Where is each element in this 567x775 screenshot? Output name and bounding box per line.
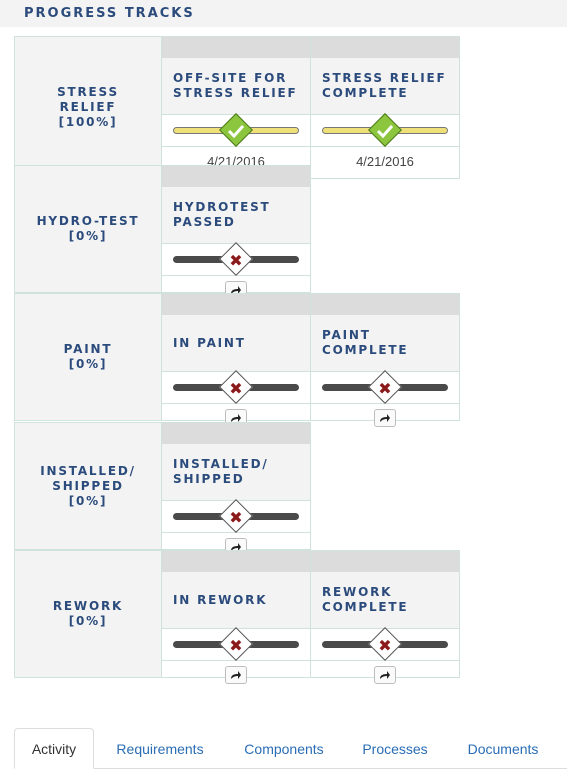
share-arrow-icon [380,671,390,679]
stage-card: PAINT COMPLETE ✖ [311,293,460,427]
stage-card: IN REWORK ✖ [162,550,311,684]
advance-stage-button[interactable] [225,666,247,684]
x-icon: ✖ [229,378,243,398]
track-label: INSTALLED/ SHIPPED [0%] [14,422,162,550]
x-icon: ✖ [378,378,392,398]
stage-header-bar [162,551,310,572]
track-label: STRESS RELIEF [100%] [14,36,162,179]
progress-indicator: ✖ [311,370,459,404]
stage-header-bar [311,37,459,58]
stage-card: INSTALLED/ SHIPPED ✖ [162,422,311,556]
stage-title: HYDROTEST PASSED [162,187,310,244]
tab-requirements[interactable]: Requirements [116,740,204,757]
tab-bar: Activity Requirements Components Process… [0,728,567,775]
check-icon [162,115,310,147]
stage-title: PAINT COMPLETE [311,315,459,372]
x-icon: ✖ [378,635,392,655]
header-bar: PROGRESS TRACKS [0,0,567,27]
progress-indicator: ✖ [162,242,310,276]
tab-activity[interactable]: Activity [14,728,94,769]
stage-action-row [311,661,459,689]
advance-stage-button[interactable] [374,666,396,684]
tab-processes[interactable]: Processes [362,740,428,757]
completion-date: 4/21/2016 [207,153,265,169]
tab-divider [14,768,567,769]
stage-title: IN PAINT [162,315,310,372]
stage-header-bar [162,423,310,444]
stage-action-row [162,661,310,689]
progress-indicator: ✖ [162,499,310,533]
stage-header-bar [311,294,459,315]
stage-card: STRESS RELIEF COMPLETE 4/21/2016 [311,36,460,179]
x-icon: ✖ [229,250,243,270]
stage-card: HYDROTEST PASSED ✖ [162,165,311,299]
stage-card: REWORK COMPLETE ✖ [311,550,460,684]
track-label: PAINT [0%] [14,293,162,421]
tab-documents[interactable]: Documents [467,740,539,757]
advance-stage-button[interactable] [374,409,396,427]
track-row: PAINT [0%]IN PAINT ✖ PAINT COMPLETE ✖ [14,293,460,427]
stage-header-bar [162,166,310,187]
stage-title: OFF-SITE FOR STRESS RELIEF [162,58,310,115]
share-arrow-icon [231,671,241,679]
progress-indicator: ✖ [311,627,459,661]
share-arrow-icon [231,543,241,551]
page-title: PROGRESS TRACKS [24,6,195,21]
progress-indicator [162,113,310,147]
progress-indicator [311,113,459,147]
track-row: STRESS RELIEF [100%]OFF-SITE FOR STRESS … [14,36,460,179]
track-label: HYDRO-TEST [0%] [14,165,162,293]
x-icon: ✖ [229,507,243,527]
stage-title: IN REWORK [162,572,310,629]
stage-title: INSTALLED/ SHIPPED [162,444,310,501]
tab-components[interactable]: Components [244,740,324,757]
track-row: REWORK [0%]IN REWORK ✖ REWORK COMPLETE ✖ [14,550,460,684]
stage-action-row [311,404,459,432]
completion-date: 4/21/2016 [356,153,414,169]
share-arrow-icon [231,414,241,422]
stage-title: STRESS RELIEF COMPLETE [311,58,459,115]
track-label: REWORK [0%] [14,550,162,678]
progress-indicator: ✖ [162,627,310,661]
stage-header-bar [311,551,459,572]
track-row: HYDRO-TEST [0%]HYDROTEST PASSED ✖ [14,165,460,299]
track-row: INSTALLED/ SHIPPED [0%]INSTALLED/ SHIPPE… [14,422,460,556]
stage-card: IN PAINT ✖ [162,293,311,427]
x-icon: ✖ [229,635,243,655]
stage-title: REWORK COMPLETE [311,572,459,629]
stage-card: OFF-SITE FOR STRESS RELIEF 4/21/2016 [162,36,311,179]
check-icon [311,115,459,147]
share-arrow-icon [380,414,390,422]
progress-indicator: ✖ [162,370,310,404]
share-arrow-icon [231,286,241,294]
stage-header-bar [162,294,310,315]
stage-header-bar [162,37,310,58]
